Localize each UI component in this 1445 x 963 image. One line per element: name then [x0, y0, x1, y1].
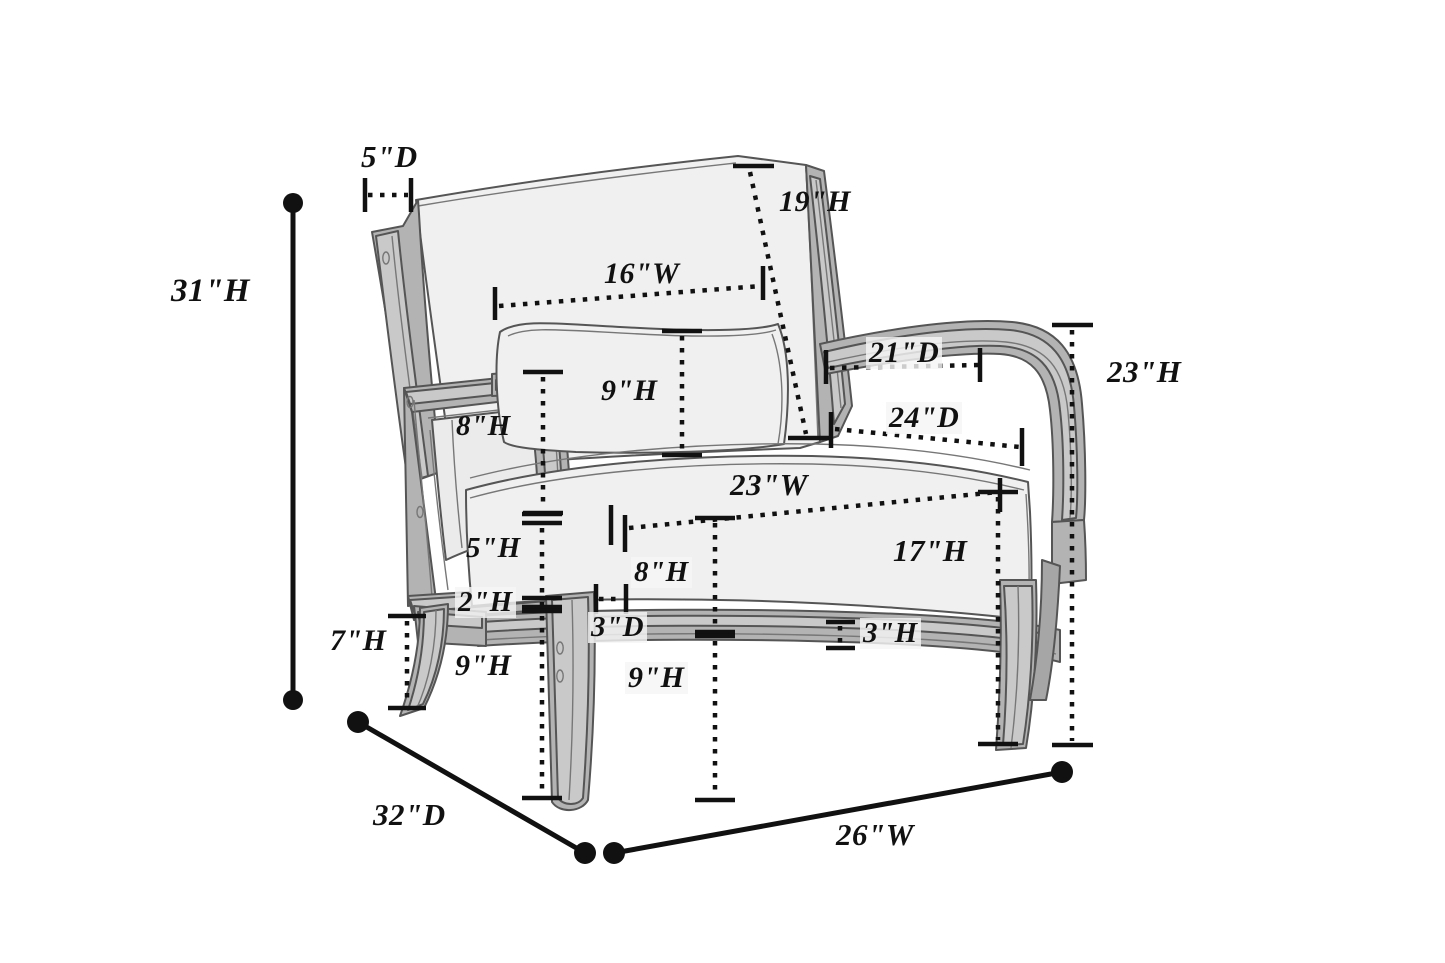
- dim-seat-width: [622, 478, 1003, 552]
- dim-back-cushion-height: [733, 163, 829, 441]
- label-arm-inner-depth: 21"D: [866, 337, 943, 369]
- dim-back-top-depth: [362, 178, 414, 212]
- label-back-cushion-width: 16"W: [604, 257, 680, 290]
- front-right-leg: [995, 579, 1038, 751]
- label-back-cushion-height: 19"H: [779, 185, 851, 218]
- label-leg-clearance-front: 9"H: [625, 662, 688, 694]
- label-stretcher-height: 3"H: [860, 618, 921, 649]
- dim-seat-depth: [828, 412, 1025, 466]
- dim-overall-height: [283, 193, 303, 710]
- label-arm-height: 23"H: [1107, 354, 1182, 389]
- label-seat-width: 23"W: [730, 467, 808, 502]
- dim-arm-height: [1052, 322, 1093, 748]
- label-overall-width: 26"W: [836, 817, 914, 852]
- lumbar-pillow: [495, 322, 789, 454]
- label-seat-front-height: 8"H: [631, 557, 692, 588]
- dim-leg-clearance-left: [522, 608, 562, 801]
- label-leg-clearance-left: 9"H: [455, 649, 512, 682]
- dim-overall-depth: [347, 711, 596, 864]
- label-seat-depth: 24"D: [886, 402, 963, 434]
- dim-lumbar-pillow-height: [662, 328, 702, 458]
- dim-seat-to-floor-right: [978, 489, 1018, 747]
- label-rail-depth: 3"D: [588, 612, 648, 643]
- label-lumbar-pillow-height: 9"H: [601, 374, 658, 407]
- dim-overall-width: [603, 761, 1073, 864]
- label-seat-cushion-side: 5"H: [466, 532, 521, 564]
- dim-rail-depth: [593, 584, 629, 614]
- rear-right-leg: [1029, 559, 1061, 701]
- label-seat-to-floor-right: 17"H: [893, 533, 968, 568]
- label-back-top-depth: 5"D: [361, 139, 418, 174]
- dim-stretcher-height: [826, 619, 855, 651]
- label-arm-pad-height: 8"H: [456, 410, 511, 442]
- label-overall-height: 31"H: [171, 273, 250, 309]
- dim-seat-front-height: [608, 505, 735, 635]
- label-rail-thickness: 2"H: [455, 587, 516, 618]
- right-arm-frame: [819, 320, 1087, 585]
- dim-back-cushion-width: [492, 266, 766, 320]
- dim-seat-cushion-side: [522, 511, 562, 610]
- dim-rear-leg-height: [388, 613, 426, 711]
- front-left-leg: [545, 591, 596, 811]
- dim-leg-clearance-front: [695, 633, 735, 803]
- label-overall-depth: 32"D: [373, 797, 446, 832]
- label-rear-leg-height: 7"H: [330, 624, 387, 657]
